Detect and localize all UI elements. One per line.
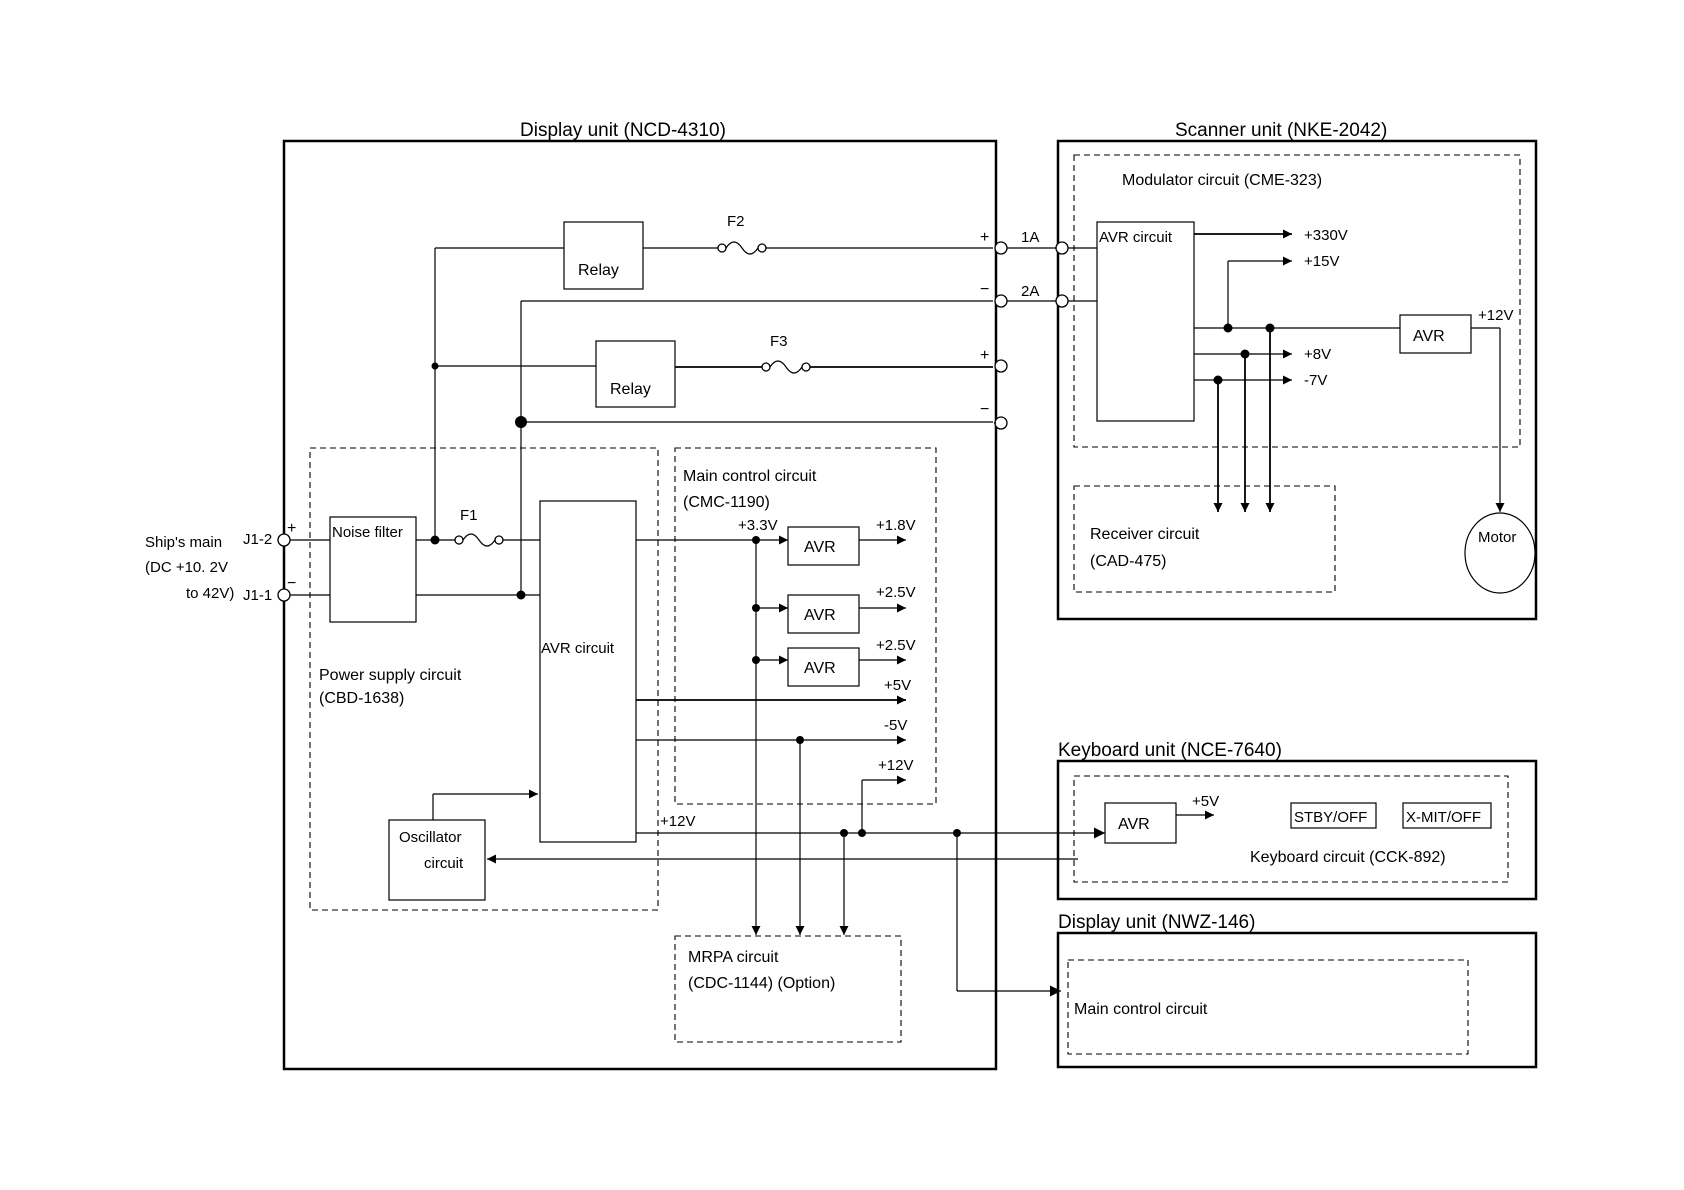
mrpa-circuit-area	[674, 935, 902, 1043]
voltage-2-5v-2: +2.5V	[876, 637, 916, 654]
oscillator-label: Oscillator	[399, 829, 462, 846]
terminal-j1-2	[277, 533, 291, 547]
ship-main-range-2: to 42V)	[186, 585, 234, 602]
voltage-8v: +8V	[1304, 346, 1331, 363]
display-unit-title: Display unit (NCD-4310)	[520, 120, 726, 141]
svg-text:+: +	[980, 347, 989, 364]
receiver-circuit-label: Receiver circuit	[1090, 526, 1200, 543]
output-terminal-1	[994, 241, 1008, 255]
voltage-2-5v-1: +2.5V	[876, 584, 916, 601]
avr-2-5v-label-1: AVR	[804, 607, 836, 624]
display-unit-frame	[282, 139, 998, 1071]
scanner-unit-frame	[1056, 139, 1538, 621]
keyboard-unit-frame	[1056, 759, 1538, 901]
mrpa-circuit-code: (CDC-1144) (Option)	[688, 975, 835, 992]
voltage-5v-keyboard: +5V	[1192, 793, 1219, 810]
main-control-sub-label: Main control circuit	[1074, 1001, 1208, 1018]
terminal-j1-1	[277, 588, 291, 602]
scanner-terminal-2a	[1055, 294, 1069, 308]
keyboard-unit-title: Keyboard unit (NCE-7640)	[1058, 740, 1282, 761]
voltage-minus-5v: -5V	[884, 717, 907, 734]
power-supply-circuit-label: Power supply circuit	[319, 667, 462, 684]
modulator-circuit-label: Modulator circuit (CME-323)	[1122, 172, 1322, 189]
main-control-circuit-label: Main control circuit	[683, 468, 817, 485]
voltage-3-3v: +3.3V	[738, 517, 778, 534]
fuse-f1-label: F1	[460, 507, 478, 524]
main-control-circuit-code: (CMC-1190)	[683, 494, 770, 511]
keyboard-circuit-label: Keyboard circuit (CCK-892)	[1250, 849, 1446, 866]
j1-plus-sign: +	[287, 520, 296, 537]
scanner-avr-circuit-label: AVR circuit	[1099, 229, 1173, 246]
terminal-1a-label: 1A	[1021, 229, 1039, 246]
oscillator-label-2: circuit	[424, 855, 464, 872]
power-supply-circuit-area	[309, 447, 659, 911]
mrpa-circuit-label: MRPA circuit	[688, 949, 779, 966]
ship-main-range-1: (DC +10. 2V	[145, 559, 228, 576]
main-control-circuit-area	[674, 447, 937, 805]
main-avr-circuit-label: AVR circuit	[541, 640, 615, 657]
receiver-circuit-area	[1073, 485, 1336, 593]
output-terminal-4	[994, 416, 1008, 430]
fuse-f3-label: F3	[770, 333, 788, 350]
svg-text:−: −	[980, 281, 989, 298]
avr-1-8v-block	[787, 526, 860, 566]
avr-2-5v-block-2	[787, 647, 860, 687]
output-terminal-3	[994, 359, 1008, 373]
main-avr-circuit-block	[539, 500, 637, 843]
noise-filter-label: Noise filter	[332, 524, 403, 541]
ship-main-label: Ship's main	[145, 534, 222, 551]
receiver-circuit-code: (CAD-475)	[1090, 553, 1166, 570]
voltage-1-8v: +1.8V	[876, 517, 916, 534]
stby-off-key-label: STBY/OFF	[1294, 809, 1367, 826]
svg-text:−: −	[980, 401, 989, 418]
scanner-terminal-1a	[1055, 241, 1069, 255]
display-sub-unit-frame	[1056, 931, 1538, 1069]
main-control-sub-area	[1067, 959, 1469, 1055]
keyboard-avr-label: AVR	[1118, 816, 1150, 833]
voltage-minus-7v: -7V	[1304, 372, 1327, 389]
keyboard-avr-block	[1104, 802, 1177, 844]
voltage-330v: +330V	[1304, 227, 1348, 244]
stby-off-key	[1290, 802, 1377, 829]
motor	[1464, 512, 1536, 594]
fuse-f2-label: F2	[727, 213, 745, 230]
output-terminal-2	[994, 294, 1008, 308]
noise-filter-block	[329, 516, 417, 623]
voltage-12v-scanner: +12V	[1478, 307, 1513, 324]
j1-minus-sign: −	[287, 575, 296, 592]
relay-1-label: Relay	[578, 262, 619, 279]
display-sub-unit-title: Display unit (NWZ-146)	[1058, 912, 1255, 933]
power-supply-circuit-code: (CBD-1638)	[319, 690, 404, 707]
voltage-12v-main-2: +12V	[878, 757, 913, 774]
scanner-avr-circuit-block	[1096, 221, 1195, 422]
avr-1-8v-label: AVR	[804, 539, 836, 556]
terminal-j1-1-label: J1-1	[243, 587, 272, 604]
xmit-off-key-label: X-MIT/OFF	[1406, 809, 1481, 826]
scanner-avr-block	[1399, 314, 1472, 354]
voltage-12v-main: +12V	[660, 813, 695, 830]
relay-1-block	[563, 221, 644, 290]
terminal-j1-2-label: J1-2	[243, 531, 272, 548]
terminal-2a-label: 2A	[1021, 283, 1039, 300]
scanner-unit-title: Scanner unit (NKE-2042)	[1175, 120, 1387, 141]
xmit-off-key	[1402, 802, 1492, 829]
relay-2-block	[595, 340, 676, 408]
avr-2-5v-label-2: AVR	[804, 660, 836, 677]
relay-2-label: Relay	[610, 381, 651, 398]
oscillator-block	[388, 819, 486, 901]
motor-label: Motor	[1478, 529, 1516, 546]
svg-text:+: +	[980, 229, 989, 246]
scanner-avr-label: AVR	[1413, 328, 1445, 345]
voltage-15v: +15V	[1304, 253, 1339, 270]
voltage-5v: +5V	[884, 677, 911, 694]
avr-2-5v-block-1	[787, 594, 860, 634]
